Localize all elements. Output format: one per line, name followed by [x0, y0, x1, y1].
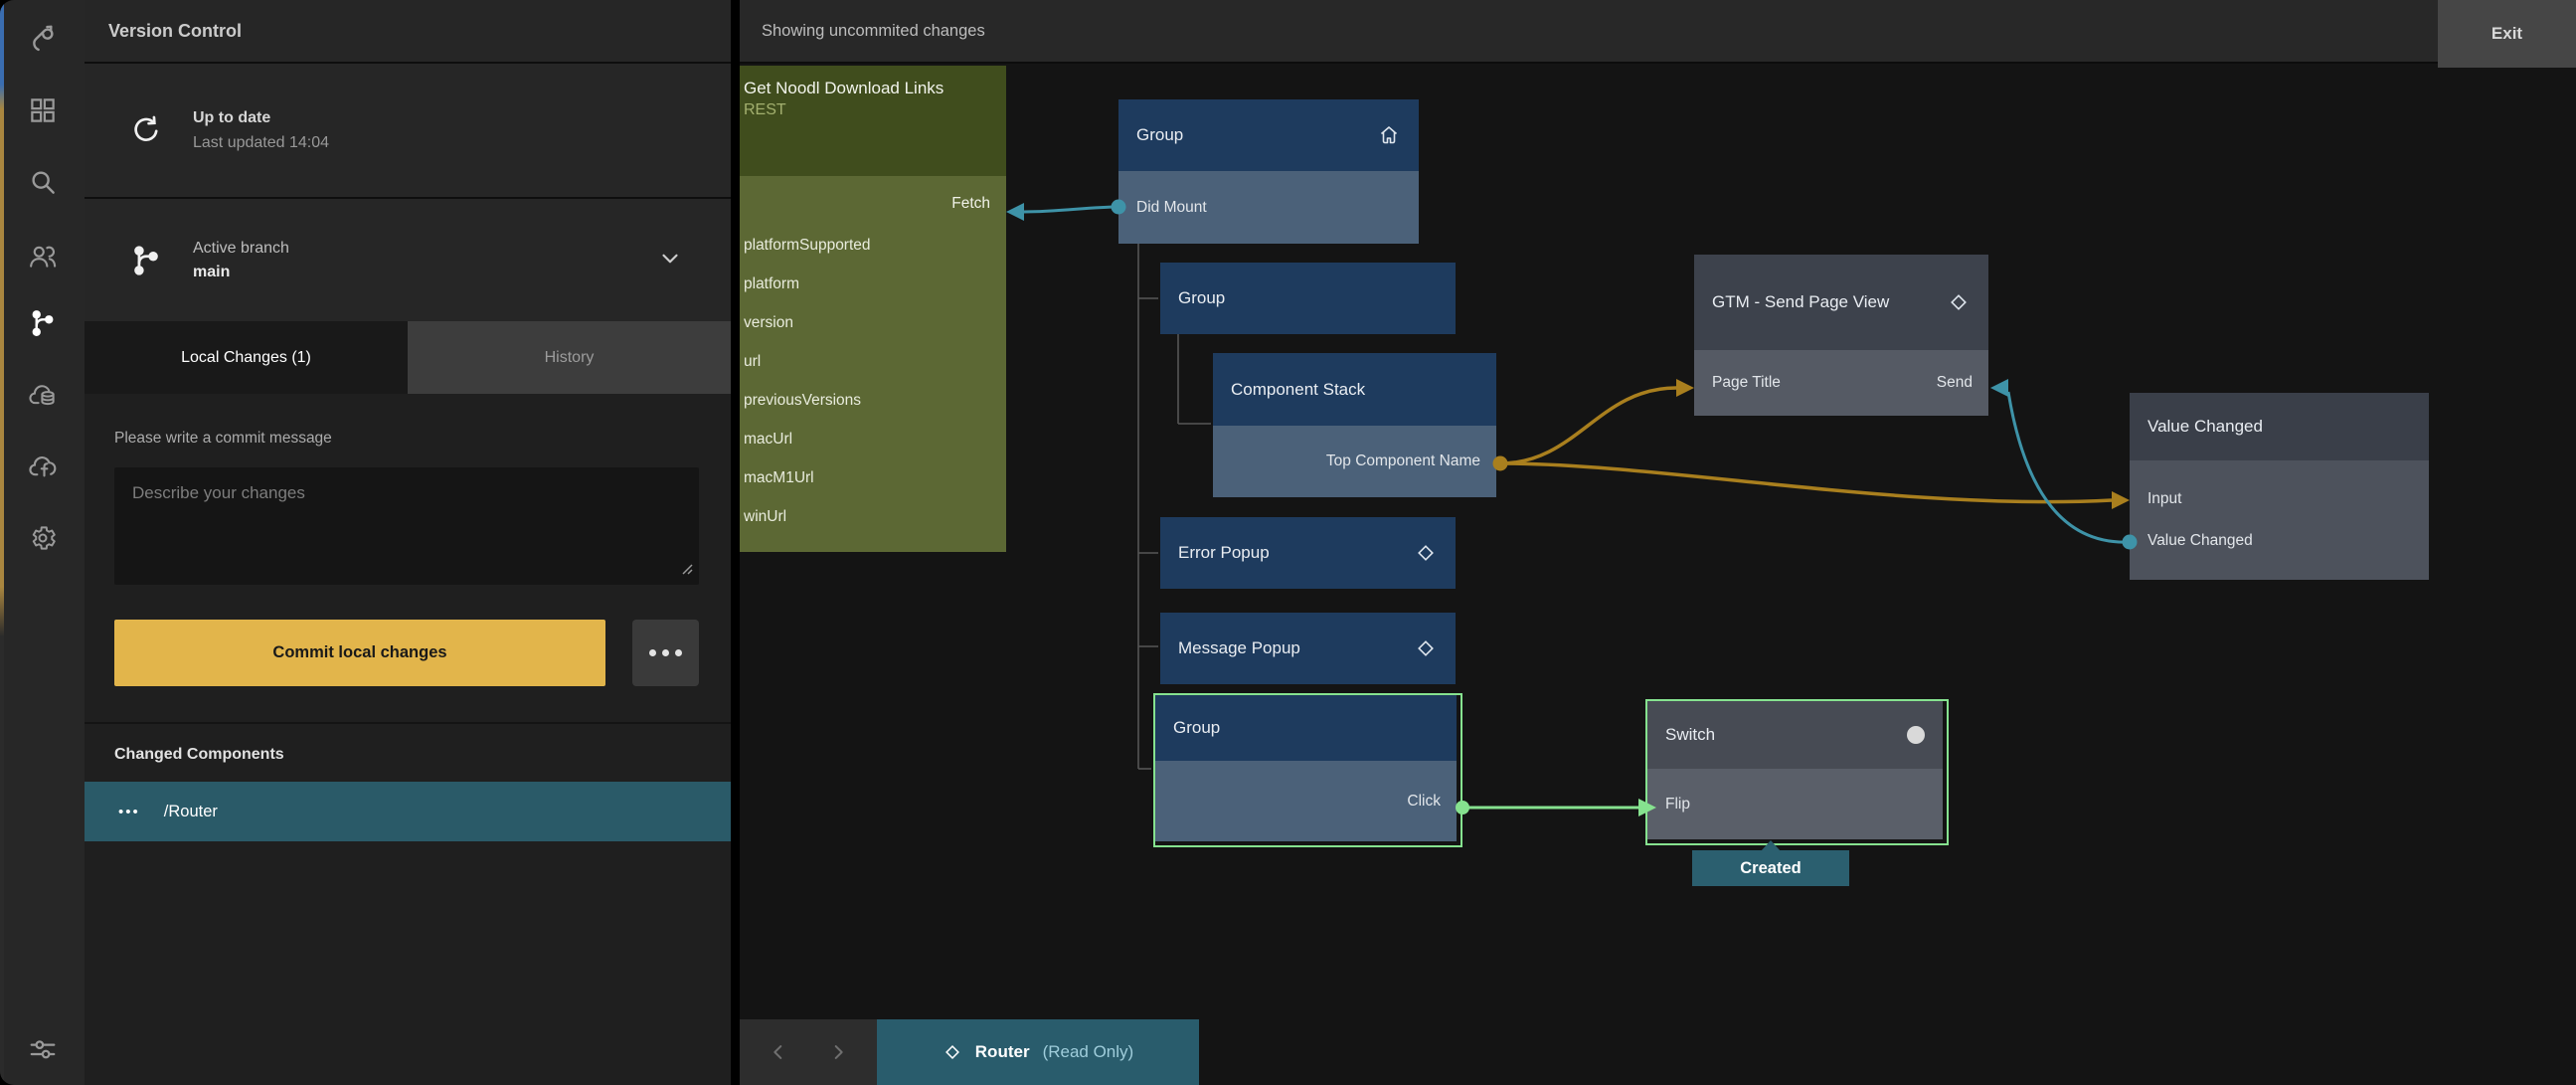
collaborators-icon[interactable]	[24, 237, 62, 274]
port-flip[interactable]: Flip	[1647, 769, 1943, 839]
back-icon[interactable]	[768, 1041, 789, 1063]
projects-grid-icon[interactable]	[24, 91, 62, 129]
tab-history[interactable]: History	[408, 321, 731, 394]
port-value-changed[interactable]: Value Changed	[2147, 532, 2253, 549]
node-graph-canvas[interactable]: Showing uncommited changes Exit Get Nood…	[740, 0, 2576, 1085]
node-title: GTM - Send Page View	[1712, 291, 1890, 311]
changes-tabs: Local Changes (1) History	[85, 321, 731, 394]
node-title: Error Popup	[1178, 543, 1270, 562]
chevron-down-icon[interactable]	[657, 245, 683, 275]
sync-status-row[interactable]: Up to date Last updated 14:04	[85, 64, 731, 199]
component-diamond-icon	[1414, 636, 1438, 660]
branch-name: main	[193, 264, 231, 281]
port-macm1url[interactable]: macM1Url	[744, 469, 814, 486]
node-message-popup[interactable]: Message Popup	[1160, 613, 1456, 684]
port-did-mount[interactable]: Did Mount	[1118, 171, 1419, 244]
version-control-panel: Version Control Up to date Last updated …	[85, 0, 731, 1085]
branch-label: Active branch	[193, 239, 289, 257]
selection-frame	[1153, 693, 1462, 847]
node-title: Group	[1136, 125, 1184, 144]
port-page-title[interactable]: Page Title	[1712, 374, 1781, 391]
port-winurl[interactable]: winUrl	[744, 508, 787, 525]
icon-rail	[0, 0, 85, 1085]
node-switch[interactable]: Switch Flip	[1647, 701, 1943, 839]
selection-frame	[1645, 699, 1949, 845]
status-dot-icon	[1907, 726, 1925, 744]
node-type-label: REST	[744, 101, 786, 119]
component-nav-segment	[740, 1019, 877, 1085]
port-fetch[interactable]: Fetch	[951, 195, 990, 212]
component-dots-icon: •••	[118, 803, 140, 820]
node-gtm-send-page-view[interactable]: GTM - Send Page View Page Title Send	[1694, 255, 1988, 416]
filters-sliders-icon[interactable]	[24, 1030, 62, 1068]
active-branch-row[interactable]: Active branch main	[85, 199, 731, 321]
panel-title: Version Control	[108, 20, 243, 41]
port-url[interactable]: url	[744, 353, 762, 370]
node-title: Group	[1178, 288, 1226, 307]
component-diamond-icon	[943, 1042, 962, 1062]
window-edge-accent	[0, 0, 4, 1085]
node-error-popup[interactable]: Error Popup	[1160, 517, 1456, 589]
component-tab-name: Router	[974, 1042, 1030, 1061]
node-value-changed[interactable]: Value Changed Input Value Changed	[2130, 393, 2429, 580]
created-badge: Created	[1692, 850, 1849, 886]
node-component-stack[interactable]: Component Stack Top Component Name	[1213, 353, 1496, 497]
search-icon[interactable]	[24, 163, 62, 201]
forward-icon[interactable]	[827, 1041, 849, 1063]
changed-components-section: Changed Components ••• /Router	[85, 722, 731, 841]
cloud-functions-icon[interactable]	[24, 448, 62, 485]
noodl-logo-icon[interactable]	[24, 19, 62, 57]
component-diamond-icon	[1414, 541, 1438, 565]
node-title: Group	[1173, 718, 1221, 737]
component-tab-router[interactable]: Router (Read Only)	[877, 1019, 1199, 1085]
port-previousversions[interactable]: previousVersions	[744, 392, 862, 409]
node-title: Get Noodl Download Links	[744, 79, 945, 97]
home-icon	[1377, 123, 1401, 147]
exit-button[interactable]: Exit	[2438, 0, 2576, 68]
node-group-mid[interactable]: Group	[1160, 263, 1456, 334]
cloud-data-icon[interactable]	[24, 376, 62, 414]
changed-component-name: /Router	[163, 802, 218, 820]
panel-header: Version Control	[85, 0, 731, 64]
node-group-click[interactable]: Group Click	[1155, 695, 1457, 841]
commit-area: Please write a commit message Commit loc…	[85, 430, 731, 686]
settings-gear-icon[interactable]	[24, 519, 62, 557]
port-input[interactable]: Input	[2147, 490, 2182, 507]
component-tab-mode: (Read Only)	[1042, 1042, 1134, 1061]
canvas-topbar: Showing uncommited changes	[740, 0, 2576, 64]
uncommitted-status-text: Showing uncommited changes	[762, 21, 985, 40]
node-title: Message Popup	[1178, 638, 1300, 657]
version-control-icon[interactable]	[24, 304, 62, 342]
node-group-root[interactable]: Group Did Mount	[1118, 99, 1419, 244]
port-version[interactable]: version	[744, 314, 793, 331]
node-rest-get-noodl-download-links[interactable]: Get Noodl Download Links REST Fetch plat…	[740, 66, 1006, 552]
port-platformsupported[interactable]: platformSupported	[744, 237, 871, 254]
commit-local-changes-button[interactable]: Commit local changes	[114, 620, 605, 686]
sync-title: Up to date	[193, 109, 271, 126]
node-title: Switch	[1665, 725, 1716, 744]
more-options-button[interactable]	[632, 620, 699, 686]
sync-subtitle: Last updated 14:04	[193, 133, 330, 151]
tab-local-changes[interactable]: Local Changes (1)	[85, 321, 408, 394]
changed-component-row-router[interactable]: ••• /Router	[85, 782, 731, 841]
port-send[interactable]: Send	[1936, 374, 1973, 391]
node-title: Component Stack	[1231, 379, 1366, 399]
branch-icon	[129, 244, 163, 277]
component-diamond-icon	[1947, 290, 1971, 314]
port-top-component-name[interactable]: Top Component Name	[1213, 426, 1496, 497]
port-click[interactable]: Click	[1155, 761, 1457, 841]
commit-prompt: Please write a commit message	[114, 430, 332, 447]
commit-message-input[interactable]	[114, 467, 699, 585]
node-title: Value Changed	[2147, 417, 2263, 436]
changed-components-heading: Changed Components	[114, 746, 284, 763]
port-macurl[interactable]: macUrl	[744, 431, 793, 448]
port-platform[interactable]: platform	[744, 275, 799, 292]
refresh-icon[interactable]	[129, 113, 163, 147]
